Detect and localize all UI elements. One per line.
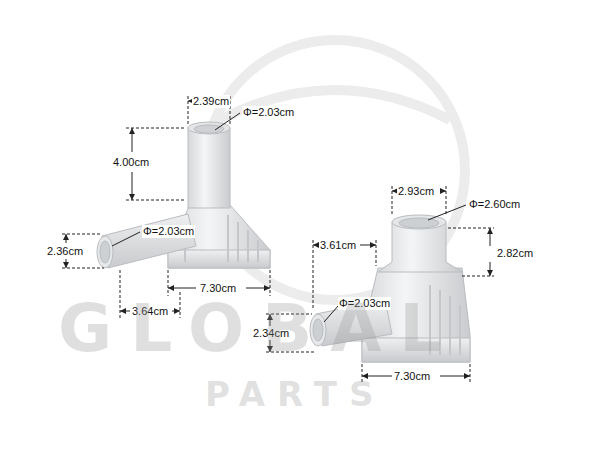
dimension-label: 2.93cm — [397, 185, 435, 198]
left-fitting — [97, 122, 270, 268]
watermark: PARTS — [205, 374, 385, 414]
watermark: GLOBAL — [58, 290, 459, 367]
dimension-label: 2.39cm — [192, 95, 230, 108]
dimension-label: 7.30cm — [393, 370, 431, 383]
diameter-label: Φ=2.60cm — [468, 198, 521, 211]
dimension-label: 4.00cm — [112, 156, 150, 169]
diameter-label: Φ=2.03cm — [142, 225, 195, 238]
dimension-label: 2.36cm — [46, 245, 84, 258]
diameter-label: Φ=2.03cm — [242, 106, 295, 119]
dimension-label: 3.61cm — [319, 239, 357, 252]
dimension-label: 2.82cm — [496, 247, 534, 260]
